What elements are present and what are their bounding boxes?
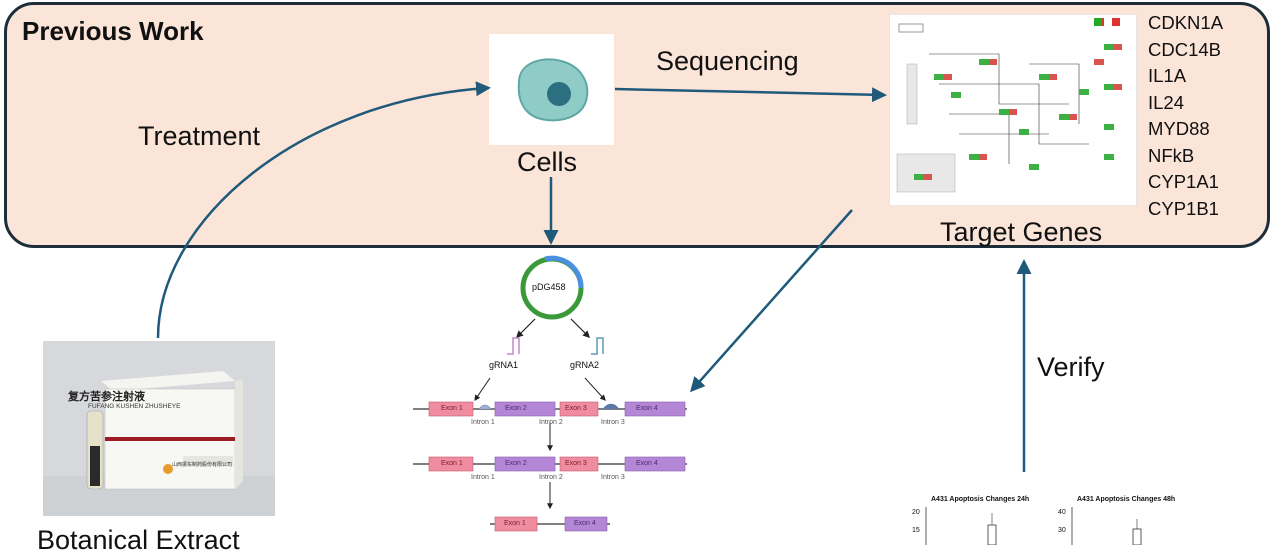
cells-label: Cells [517,147,578,177]
gene-item: NFkB [1148,144,1195,166]
panel-title: Previous Work [22,16,204,46]
chart-title-48h: A431 Apoptosis Changes 48h [1077,496,1176,503]
sequencing-arrow [614,87,887,103]
intron3-label: Intron 3 [601,419,625,426]
exon1-label: Exon 1 [504,520,526,527]
gene-item: MYD88 [1148,118,1210,139]
sequencing-label: Sequencing [656,46,799,76]
target-genes-label: Target Genes [940,217,1103,247]
pathway-diagram [888,13,1138,207]
botanical-extract-photo [43,341,275,516]
box-pinyin-name: FUFANG KUSHEN ZHUSHEYE [88,403,181,410]
gene-item: IL24 [1148,91,1185,113]
intron2-label: Intron 2 [539,419,563,426]
gene-item: CYP1B1 [1148,197,1219,219]
exon4-label: Exon 4 [636,405,658,412]
treatment-arrow [156,81,491,339]
gene-list: CDKN1A CDC14B IL1A IL24 MYD88 NFkB CYP1A… [1148,10,1223,222]
intron2-label: Intron 2 [539,474,563,481]
plasmid-insert [544,255,584,289]
gene-item: IL1A [1148,65,1187,86]
tick-label: 20 [912,509,920,516]
exon1-label: Exon 1 [441,405,463,412]
tick-label: 15 [912,527,920,534]
tick-label: 40 [1058,509,1066,516]
cell-image [489,34,614,145]
intron3-label: Intron 3 [601,474,625,481]
crispr-diagram [413,255,687,532]
pathway-map-image [888,13,1138,207]
exon4-label: Exon 4 [574,520,596,527]
grna2-label: gRNA2 [570,360,600,370]
exon3-label: Exon 3 [565,405,587,412]
intron1-label: Intron 1 [471,419,495,426]
box-chinese-name: 复方苦参注射液 [68,390,145,403]
tick-label: 30 [1058,527,1066,534]
gene-item: CDC14B [1148,38,1221,60]
plasmid-label: pDG458 [532,282,566,292]
grna1-label: gRNA1 [489,360,519,370]
intron1-label: Intron 1 [471,474,495,481]
exon4-label: Exon 4 [636,460,658,467]
chart-title-24h: A431 Apoptosis Changes 24h [931,496,1030,503]
botanical-extract-label: Botanical Extract [37,525,240,555]
exon3-label: Exon 3 [565,460,587,467]
genes-to-crispr-arrow [690,209,853,393]
verify-label: Verify [1037,352,1105,382]
gene-item: CYP1A1 [1148,171,1219,192]
medicine-box-image [43,341,275,516]
gene-item: CDKN1A [1148,12,1224,33]
treatment-label: Treatment [138,121,261,151]
cell-icon [517,58,589,122]
exon2-label: Exon 2 [505,460,527,467]
apoptosis-charts-partial [925,507,1142,545]
exon2-label: Exon 2 [505,405,527,412]
exon1-label: Exon 1 [441,460,463,467]
box-maker: 山西振东制药股份有限公司 [172,462,233,468]
